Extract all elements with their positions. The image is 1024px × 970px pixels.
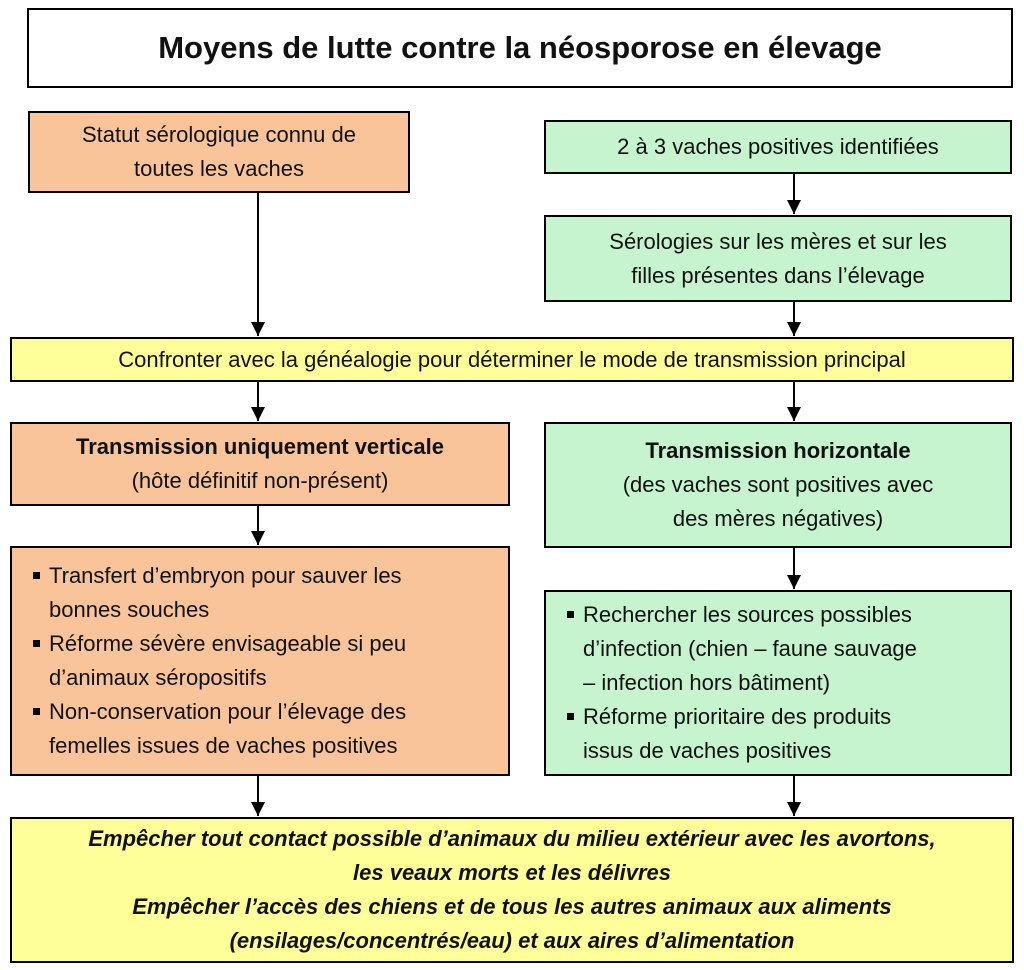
list-item-line: – infection hors bâtiment) — [583, 670, 831, 695]
diagram-title-box: Moyens de lutte contre la néosporose en … — [27, 8, 1013, 88]
list-item: Transfert d’embryon pour sauver les bonn… — [12, 559, 508, 627]
list-item-line: Réforme sévère envisageable si peu — [49, 631, 407, 656]
genealogy-box: Confronter avec la généalogie pour déter… — [10, 337, 1014, 382]
prevention-line-2: les veaux morts et les délivres — [353, 860, 671, 885]
list-item-line: d’infection (chien – faune sauvage — [583, 636, 917, 661]
vertical-transmission-heading: Transmission uniquement verticale — [75, 434, 444, 459]
known-status-box: Statut sérologique connu de toutes les v… — [28, 111, 410, 193]
list-item: Réforme sévère envisageable si peu d’ani… — [12, 627, 508, 695]
serology-line-1: Sérologies sur les mères et sur les — [609, 228, 947, 254]
list-item-line: bonnes souches — [49, 597, 210, 622]
vertical-measures-box: Transfert d’embryon pour sauver les bonn… — [10, 546, 510, 776]
list-item-line: Réforme prioritaire des produits — [583, 704, 892, 729]
list-item: Réforme prioritaire des produits issus d… — [546, 700, 1010, 768]
list-item-line: Non-conservation pour l’élevage des — [49, 699, 407, 724]
known-status-line-2: toutes les vaches — [134, 156, 304, 181]
vertical-transmission-box: Transmission uniquement verticale (hôte … — [10, 422, 510, 506]
prevention-line-3: Empêcher l’accès des chiens et de tous l… — [132, 894, 892, 919]
genealogy-text: Confronter avec la généalogie pour déter… — [118, 346, 906, 372]
vertical-measures-list: Transfert d’embryon pour sauver les bonn… — [12, 559, 508, 763]
horizontal-transmission-sub-1: (des vaches sont positives avec — [622, 472, 934, 497]
list-item-line: Rechercher les sources possibles — [583, 602, 912, 627]
horizontal-transmission-box: Transmission horizontale (des vaches son… — [544, 422, 1012, 548]
list-item: Rechercher les sources possibles d’infec… — [546, 598, 1010, 700]
list-item: Non-conservation pour l’élevage des feme… — [12, 695, 508, 763]
positive-cows-box: 2 à 3 vaches positives identifiées — [544, 120, 1012, 174]
diagram-title: Moyens de lutte contre la néosporose en … — [158, 30, 882, 65]
serology-box: Sérologies sur les mères et sur les fill… — [544, 215, 1012, 302]
list-item-line: issus de vaches positives — [583, 738, 832, 763]
horizontal-transmission-heading: Transmission horizontale — [645, 438, 911, 463]
known-status-line-1: Statut sérologique connu de — [82, 122, 356, 147]
prevention-box: Empêcher tout contact possible d’animaux… — [10, 817, 1014, 963]
vertical-transmission-sub: (hôte définitif non-présent) — [131, 468, 389, 493]
horizontal-transmission-sub-2: des mères négatives) — [672, 506, 884, 531]
list-item-line: femelles issues de vaches positives — [49, 733, 398, 758]
horizontal-measures-list: Rechercher les sources possibles d’infec… — [546, 598, 1010, 768]
prevention-line-4: (ensilages/concentrés/eau) et aux aires … — [229, 928, 795, 953]
list-item-line: d’animaux séropositifs — [49, 665, 267, 690]
horizontal-measures-box: Rechercher les sources possibles d’infec… — [544, 590, 1012, 776]
serology-line-2: filles présentes dans l’élevage — [631, 262, 925, 288]
positive-cows-text: 2 à 3 vaches positives identifiées — [617, 134, 939, 159]
prevention-line-1: Empêcher tout contact possible d’animaux… — [88, 826, 936, 851]
list-item-line: Transfert d’embryon pour sauver les — [49, 563, 402, 588]
